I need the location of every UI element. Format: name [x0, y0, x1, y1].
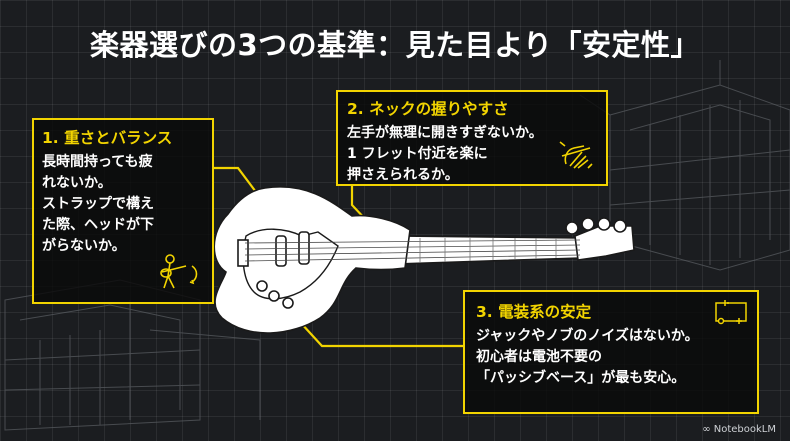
hand-grip-icon: [559, 141, 593, 169]
circuit-icon: [715, 300, 747, 325]
brand-label: NotebookLM: [713, 424, 776, 435]
control-knobs: [256, 280, 294, 309]
notebooklm-logo-icon: ∞: [702, 424, 714, 435]
tuning-pegs: [565, 217, 627, 235]
building-sketch-left: [4, 279, 261, 431]
pickguard: [242, 228, 339, 300]
section-line: 「パッシブベース」が最も安心。: [476, 370, 686, 386]
guitar-player-icon: [160, 254, 198, 289]
section-line: 長時間持っても疲: [42, 154, 153, 170]
section-line: ストラップで構え: [42, 196, 154, 212]
section-heading: 3. 電装系の安定: [476, 303, 592, 321]
section-line: ジャックやノブのノイズはないか。: [476, 328, 699, 344]
section-line: 1 フレット付近を楽に: [347, 146, 488, 162]
section-line: れないか。: [42, 175, 112, 191]
guitar-headstock: [574, 225, 635, 261]
section-heading: 2. ネックの握りやすさ: [347, 100, 509, 118]
section-line: 初心者は電池不要の: [476, 349, 602, 365]
bass-guitar: [213, 186, 635, 334]
criteria-box-neck: 2. ネックの握りやすさ 左手が無理に開きすぎないか。 1 フレット付近を楽に …: [336, 90, 608, 186]
neck-pickup: [275, 235, 287, 267]
section-line: 押さえられるか。: [347, 167, 459, 183]
criteria-box-weight: 1. 重さとバランス 長時間持っても疲 れないか。 ストラップで構え た際、ヘッ…: [32, 118, 214, 304]
section-line: 左手が無理に開きすぎないか。: [347, 125, 543, 141]
frets: [419, 238, 557, 263]
bridge: [237, 239, 249, 267]
brand-watermark: ∞ NotebookLM: [702, 424, 776, 435]
strings: [244, 239, 581, 262]
section-line: がらないか。: [42, 238, 126, 254]
section-heading: 1. 重さとバランス: [42, 129, 173, 147]
page-title: 楽器選びの3つの基準：見た目より「安定性」: [89, 28, 701, 62]
section-line: た際、ヘッドが下: [42, 217, 154, 233]
criteria-box-electronics: 3. 電装系の安定 ジャックやノブのノイズはないか。 初心者は電池不要の 「パッ…: [463, 290, 759, 414]
